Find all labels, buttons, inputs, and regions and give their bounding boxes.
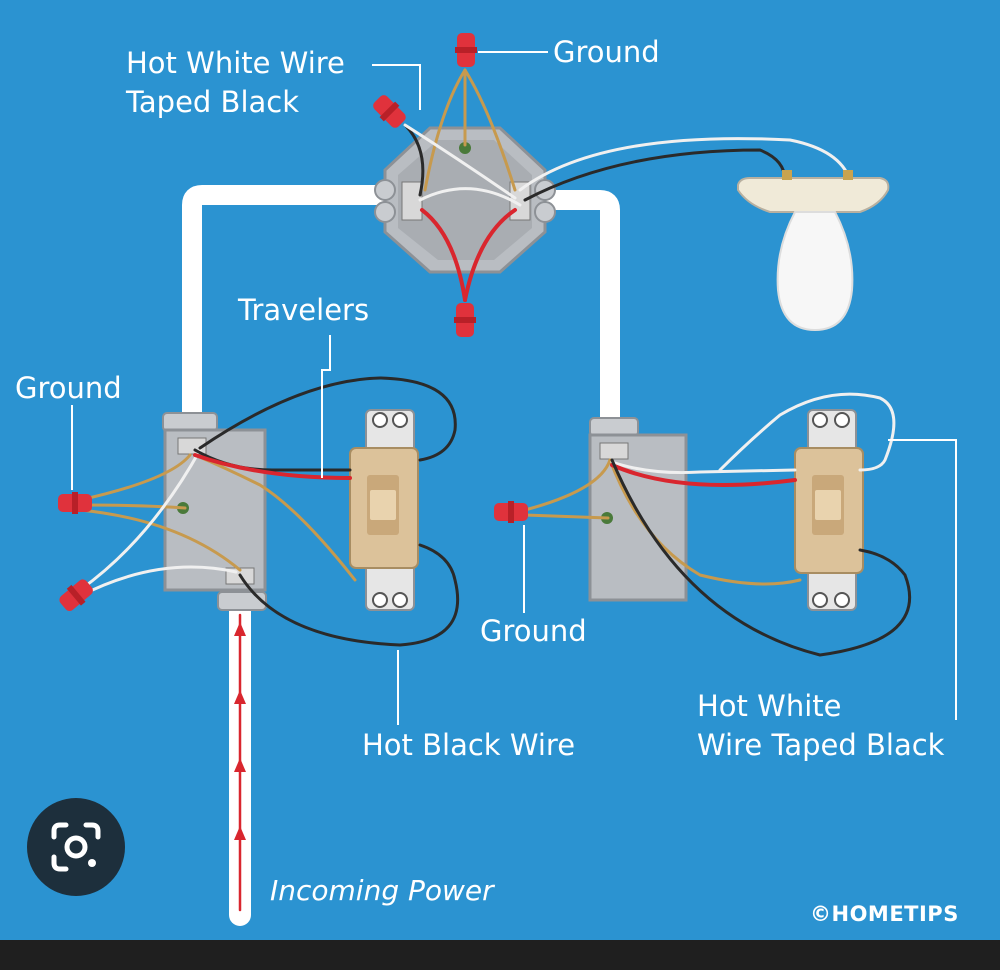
- label-incoming-power: Incoming Power: [270, 874, 494, 907]
- cable-right-to-junction: [530, 190, 620, 440]
- bulb: [776, 211, 854, 332]
- label-ground-left: Ground: [15, 371, 122, 405]
- arrow-up: [234, 758, 246, 772]
- label-travelers: Travelers: [238, 293, 370, 327]
- brand-watermark: ©HOMETIPS: [810, 902, 959, 926]
- wire-nut-bottom: [454, 303, 476, 337]
- google-lens-button[interactable]: [27, 798, 125, 896]
- left-wire-nuts: [58, 492, 93, 611]
- light-bulb-fixture: [737, 170, 890, 332]
- wire-nut-ground-right: [494, 501, 528, 523]
- wire-nut-hot-white: [373, 95, 406, 128]
- label-ground-top: Ground: [553, 35, 660, 69]
- ground-screw: [459, 142, 471, 154]
- right-wires: [523, 392, 911, 657]
- left-switch-box: [162, 412, 267, 611]
- label-hot-white-top-line2: Taped Black: [126, 85, 300, 119]
- junction-wire-nuts: [373, 33, 477, 337]
- label-ground-right: Ground: [480, 614, 587, 648]
- wire-nut-neutral-left: [59, 579, 93, 611]
- left-wires: [78, 376, 460, 647]
- left-switch: [349, 409, 419, 611]
- arrow-up: [234, 690, 246, 704]
- right-switch-box: [588, 417, 688, 602]
- arrow-up: [234, 826, 246, 840]
- label-hot-white-right-line1: Hot White: [697, 689, 842, 723]
- leader-hot-white-right: [888, 439, 957, 720]
- right-switch: [794, 409, 864, 611]
- label-hot-white-right-line2: Wire Taped Black: [697, 728, 945, 762]
- junction-wires: [403, 68, 852, 302]
- callout-lines: [71, 51, 957, 725]
- wiring-diagram: Ground Hot White Wire Taped Black Travel…: [0, 0, 1000, 940]
- cable-left-to-junction: [182, 185, 390, 440]
- leader-hot-white-top: [372, 64, 421, 110]
- label-hot-white-top-line1: Hot White Wire: [126, 46, 345, 80]
- leader-travelers: [321, 335, 331, 478]
- wire-nut-ground-top: [455, 33, 477, 67]
- bottom-bar: [0, 940, 1000, 970]
- wire-nut-ground-left: [58, 492, 92, 514]
- arrow-up: [234, 622, 246, 636]
- right-wire-nuts: [494, 501, 528, 523]
- google-lens-icon: [51, 822, 101, 872]
- label-hot-black-wire: Hot Black Wire: [362, 728, 576, 762]
- incoming-power-arrows: [234, 622, 246, 840]
- diagram-canvas: [58, 33, 957, 926]
